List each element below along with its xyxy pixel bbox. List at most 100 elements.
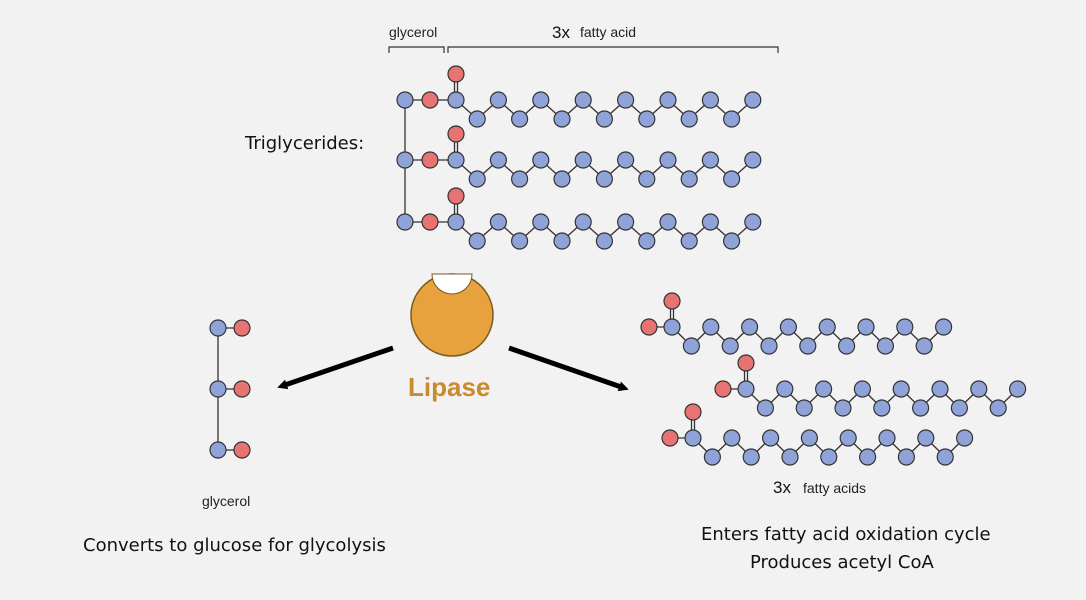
carbon-atom [814, 380, 833, 398]
carbon-atom [723, 429, 741, 447]
glycerol-product-label: glycerol [202, 493, 251, 509]
carbon-atom [638, 232, 656, 250]
carbon-atom [680, 110, 698, 128]
carbon-atom [595, 110, 614, 128]
carbon-atom [553, 110, 571, 128]
carbon-atom [684, 429, 702, 447]
carbon-atom [209, 441, 227, 459]
carbon-atom [209, 319, 227, 337]
carbon-atom [447, 151, 465, 169]
oxygen-atom [447, 125, 465, 143]
carbon-atom [834, 399, 852, 417]
carbon-atom [839, 429, 857, 447]
carbon-atom [574, 151, 592, 169]
carbon-atom [722, 232, 741, 250]
carbon-atom [989, 399, 1007, 417]
carbon-atom [779, 318, 798, 336]
carbon-atom [638, 110, 656, 128]
oxygen-atom [640, 318, 658, 336]
oxygen-atom [714, 380, 732, 398]
carbon-atom [799, 337, 817, 355]
carbon-atom [740, 318, 759, 336]
carbon-atom [776, 380, 794, 398]
oxygen-atom [663, 292, 681, 310]
oxygen-atom [421, 91, 439, 109]
carbon-atom [616, 91, 635, 109]
free-fatty-acids-molecules [640, 292, 1027, 466]
carbon-atom [638, 170, 656, 188]
carbon-atom [781, 448, 799, 466]
oxygen-atom [737, 354, 755, 372]
carbon-atom [510, 110, 529, 128]
carbon-atom [760, 337, 778, 355]
arrow-to-fatty-acids [508, 345, 629, 392]
carbon-atom [858, 448, 877, 466]
carbon-atom [396, 213, 414, 231]
carbon-atom [931, 380, 949, 398]
carbon-atom [659, 213, 677, 231]
carbon-atom [744, 151, 762, 169]
carbon-atom [659, 91, 677, 109]
carbon-atom [468, 170, 486, 188]
carbon-atom [595, 170, 614, 188]
carbon-atom [489, 91, 507, 109]
carbon-atom [396, 91, 414, 109]
lipase-enzyme-icon [410, 273, 494, 357]
triglycerides-label: Triglycerides: [245, 133, 365, 154]
carbon-atom [744, 213, 762, 231]
carbon-atom [955, 429, 974, 447]
carbon-atom [468, 110, 486, 128]
oxygen-atom [233, 380, 251, 398]
carbon-atom [722, 110, 741, 128]
carbon-atom [818, 318, 836, 336]
carbon-atom [663, 318, 681, 336]
carbon-atom [489, 213, 507, 231]
carbon-atom [896, 318, 914, 336]
carbon-atom [574, 213, 592, 231]
carbon-atom [721, 337, 739, 355]
carbon-atom [553, 170, 571, 188]
fatty-acids-product-label: fatty acids [803, 480, 867, 496]
carbon-atom [680, 170, 698, 188]
oxygen-atom [661, 429, 679, 447]
carbon-atom [800, 429, 819, 447]
carbon-atom [701, 91, 720, 109]
carbon-atom [820, 448, 838, 466]
carbon-atom [936, 448, 954, 466]
carbon-atom [837, 337, 856, 355]
glycerol-bracket [388, 46, 445, 53]
carbon-atom [701, 151, 720, 169]
carbon-atom [595, 232, 614, 250]
carbon-atom [659, 151, 677, 169]
carbon-atom [532, 213, 550, 231]
triglyceride-molecule [396, 65, 762, 250]
carbon-atom [915, 337, 933, 355]
carbon-atom [468, 232, 486, 250]
oxygen-atom [684, 403, 702, 421]
fatty-acids-count-label: 3x [773, 478, 791, 497]
carbon-atom [1008, 380, 1027, 398]
carbon-atom [680, 232, 698, 250]
arrow-to-glycerol [277, 345, 394, 390]
carbon-atom [701, 213, 720, 231]
oxygen-atom [447, 187, 465, 205]
fatty-acid-fate-line-2: Produces acetyl CoA [750, 552, 934, 573]
carbon-atom [917, 429, 935, 447]
oxygen-atom [421, 213, 439, 231]
carbon-atom [911, 399, 930, 417]
carbon-atom [553, 232, 571, 250]
carbon-atom [744, 91, 762, 109]
fatty-acid-fate-line-1: Enters fatty acid oxidation cycle [701, 524, 991, 545]
carbon-atom [761, 429, 780, 447]
carbon-atom [574, 91, 592, 109]
carbon-atom [737, 380, 755, 398]
carbon-atom [702, 318, 720, 336]
oxygen-atom [233, 319, 251, 337]
carbon-atom [897, 448, 916, 466]
carbon-atom [742, 448, 760, 466]
glycerol-fate-caption: Converts to glucose for glycolysis [83, 535, 386, 556]
carbon-atom [447, 91, 465, 109]
carbon-atom [934, 318, 953, 336]
oxygen-atom [421, 151, 439, 169]
